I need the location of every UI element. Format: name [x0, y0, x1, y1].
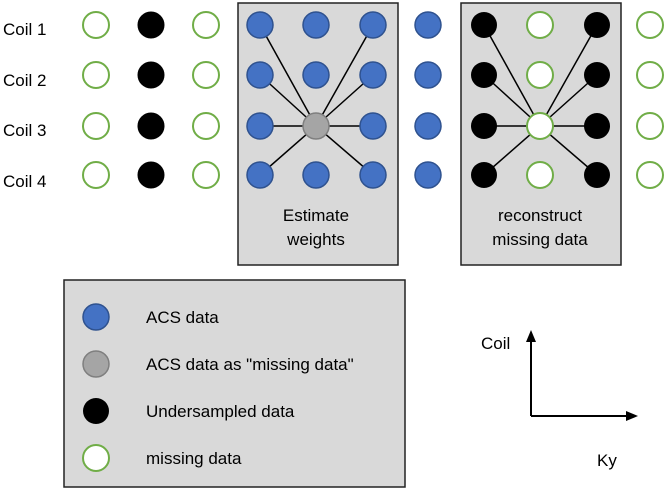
coil-label-1: Coil 1 — [3, 20, 46, 39]
column-between-acs — [414, 11, 442, 189]
dot-undersampled — [471, 162, 497, 188]
dot-acs — [302, 11, 330, 39]
dot-acs — [246, 11, 274, 39]
dot-undersampled — [137, 11, 165, 39]
estimate-caption-line2: weights — [286, 230, 345, 249]
dot-acs — [359, 112, 387, 140]
legend-acs-missing-swatch — [82, 350, 110, 378]
dot-acs — [359, 161, 387, 189]
dot-acs-missing — [302, 112, 330, 140]
dot-missing — [526, 11, 554, 39]
column-right-missing — [636, 11, 664, 189]
coil-label-4: Coil 4 — [3, 172, 46, 191]
dot-acs — [414, 11, 442, 39]
dot-undersampled — [584, 113, 610, 139]
dot-missing — [82, 112, 110, 140]
dot-missing — [636, 61, 664, 89]
dot-missing — [82, 61, 110, 89]
column-1-missing — [82, 11, 110, 189]
legend-undersampled-swatch — [83, 398, 109, 424]
dot-missing — [636, 161, 664, 189]
dot-acs — [414, 112, 442, 140]
legend-missing-swatch — [82, 444, 110, 472]
dot-undersampled — [471, 12, 497, 38]
column-3-missing — [192, 11, 220, 189]
dot-missing — [526, 61, 554, 89]
dot-missing — [192, 61, 220, 89]
dot-missing — [82, 11, 110, 39]
dot-undersampled — [137, 61, 165, 89]
legend-acs-label: ACS data — [146, 308, 219, 327]
legend-missing-label: missing data — [146, 449, 242, 468]
legend-box — [63, 279, 406, 488]
dot-missing — [192, 11, 220, 39]
axes-indicator — [526, 330, 638, 421]
dot-acs — [414, 61, 442, 89]
dot-missing — [526, 161, 554, 189]
dot-missing — [192, 161, 220, 189]
coil-label-3: Coil 3 — [3, 121, 46, 140]
dot-acs — [302, 61, 330, 89]
dot-acs — [246, 161, 274, 189]
dot-undersampled — [471, 113, 497, 139]
dot-undersampled — [137, 161, 165, 189]
dot-acs — [414, 161, 442, 189]
dot-missing — [636, 11, 664, 39]
reconstruct-caption-line2: missing data — [492, 230, 588, 249]
dot-acs — [246, 61, 274, 89]
estimate-caption-line1: Estimate — [283, 206, 349, 225]
dot-missing — [82, 161, 110, 189]
dot-undersampled — [584, 162, 610, 188]
dot-acs — [246, 112, 274, 140]
reconstruct-panel-dots — [471, 11, 610, 189]
dot-acs — [359, 11, 387, 39]
dot-undersampled — [137, 112, 165, 140]
axis-label-coil: Coil — [481, 334, 510, 353]
dot-acs — [359, 61, 387, 89]
dot-missing — [192, 112, 220, 140]
dot-acs — [302, 161, 330, 189]
estimate-panel-dots — [246, 11, 387, 189]
column-2-undersampled — [137, 11, 165, 189]
legend-acs-swatch — [82, 303, 110, 331]
dot-undersampled — [584, 62, 610, 88]
dot-undersampled — [471, 62, 497, 88]
dot-undersampled — [584, 12, 610, 38]
coil-label-2: Coil 2 — [3, 71, 46, 90]
dot-missing — [636, 112, 664, 140]
dot-missing — [526, 112, 554, 140]
reconstruct-caption-line1: reconstruct — [498, 206, 582, 225]
legend-undersampled-label: Undersampled data — [146, 402, 295, 421]
axis-label-ky: Ky — [597, 451, 617, 470]
legend-acs-missing-label: ACS data as "missing data" — [146, 355, 354, 374]
